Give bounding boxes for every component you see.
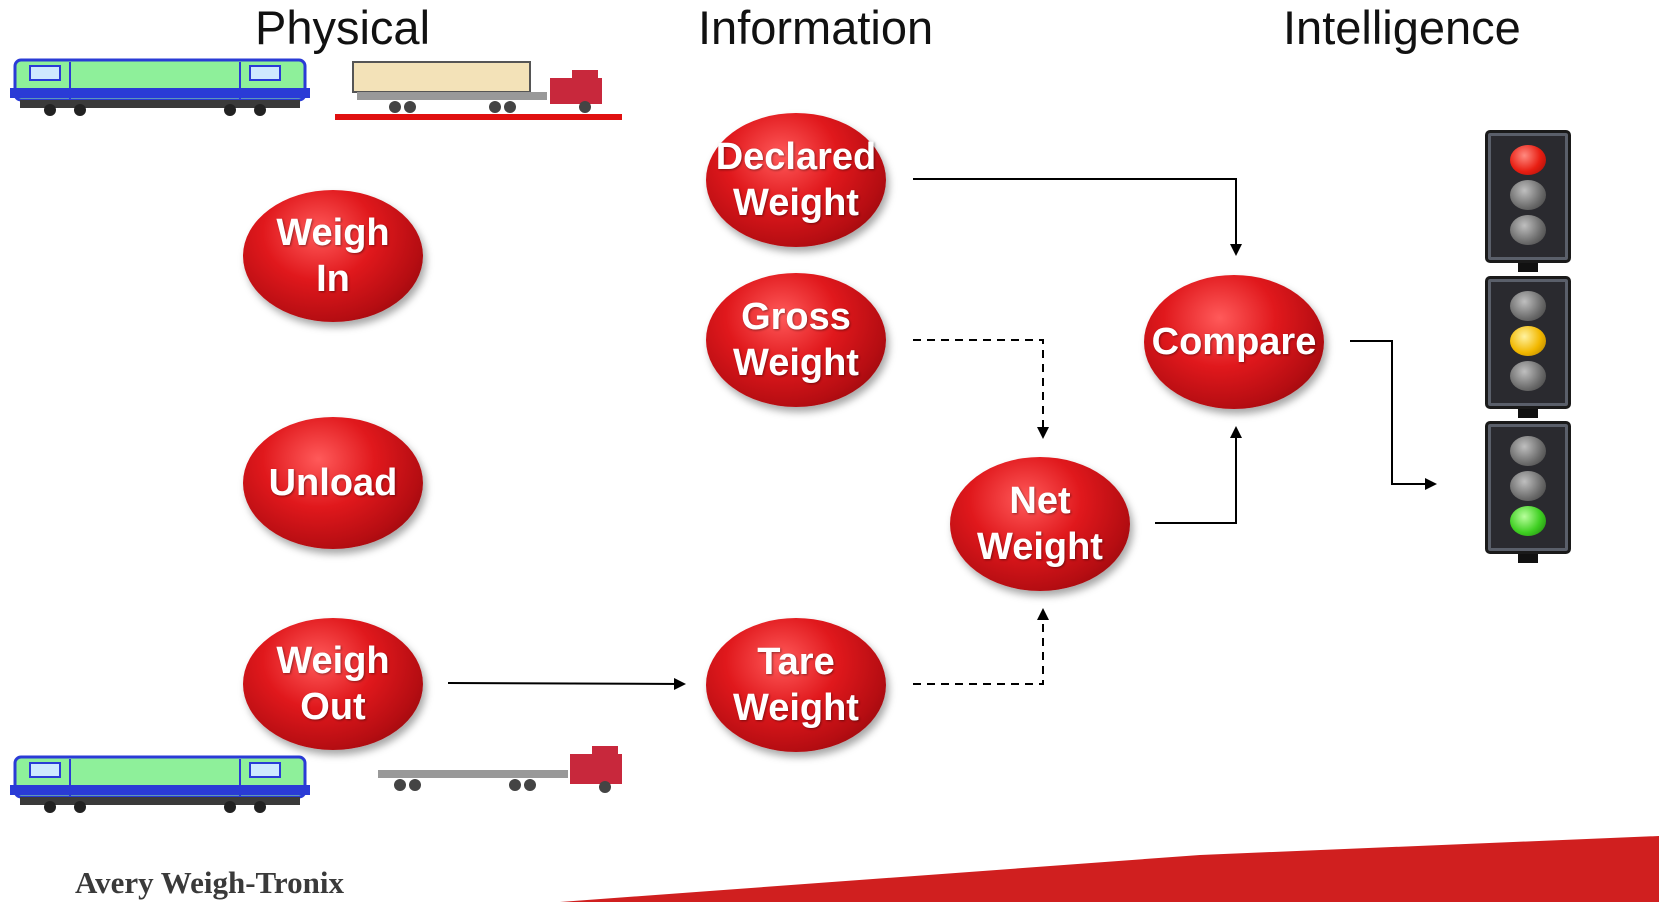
net-to-compare-connector (1155, 426, 1242, 524)
accent-bar (560, 836, 1659, 902)
compare-node: Compare (1144, 275, 1324, 409)
compare-to-lights-connector (1350, 340, 1437, 490)
information-column-title: Information (698, 1, 934, 54)
weighout-to-tare-connector (447, 677, 686, 690)
traffic-light-green (1485, 421, 1571, 563)
lamp-off-icon (1510, 215, 1546, 245)
brand-logo: Avery Weigh-Tronix (75, 865, 344, 900)
gross-weight-node: Gross Weight (706, 273, 886, 407)
weigh-out-node: Weigh Out (243, 618, 423, 750)
tare-weight-node: Tare Weight (706, 618, 886, 752)
unload-node: Unload (243, 417, 423, 549)
lamp-off-icon (1510, 180, 1546, 210)
amber-lamp-icon (1510, 326, 1546, 356)
traffic-light-amber (1485, 276, 1571, 418)
traffic-light-red (1485, 130, 1571, 272)
lamp-off-icon (1510, 291, 1546, 321)
declared-to-compare-connector (913, 178, 1242, 256)
lamp-off-icon (1510, 436, 1546, 466)
tare-to-net-connector (913, 608, 1049, 685)
weigh-in-node: Weigh In (243, 190, 423, 322)
red-lamp-icon (1510, 145, 1546, 175)
green-lamp-icon (1510, 506, 1546, 536)
intelligence-column-title: Intelligence (1283, 1, 1521, 54)
lamp-off-icon (1510, 361, 1546, 391)
locomotive-bottom-illustration (10, 755, 310, 813)
declared-weight-node: Declared Weight (706, 113, 886, 247)
truck-empty-illustration (378, 746, 622, 793)
lamp-off-icon (1510, 471, 1546, 501)
truck-loaded-illustration (335, 61, 622, 120)
gross-to-net-connector (913, 339, 1049, 439)
net-weight-node: Net Weight (950, 457, 1130, 591)
physical-column-title: Physical (255, 1, 431, 54)
locomotive-top-illustration (10, 58, 310, 116)
